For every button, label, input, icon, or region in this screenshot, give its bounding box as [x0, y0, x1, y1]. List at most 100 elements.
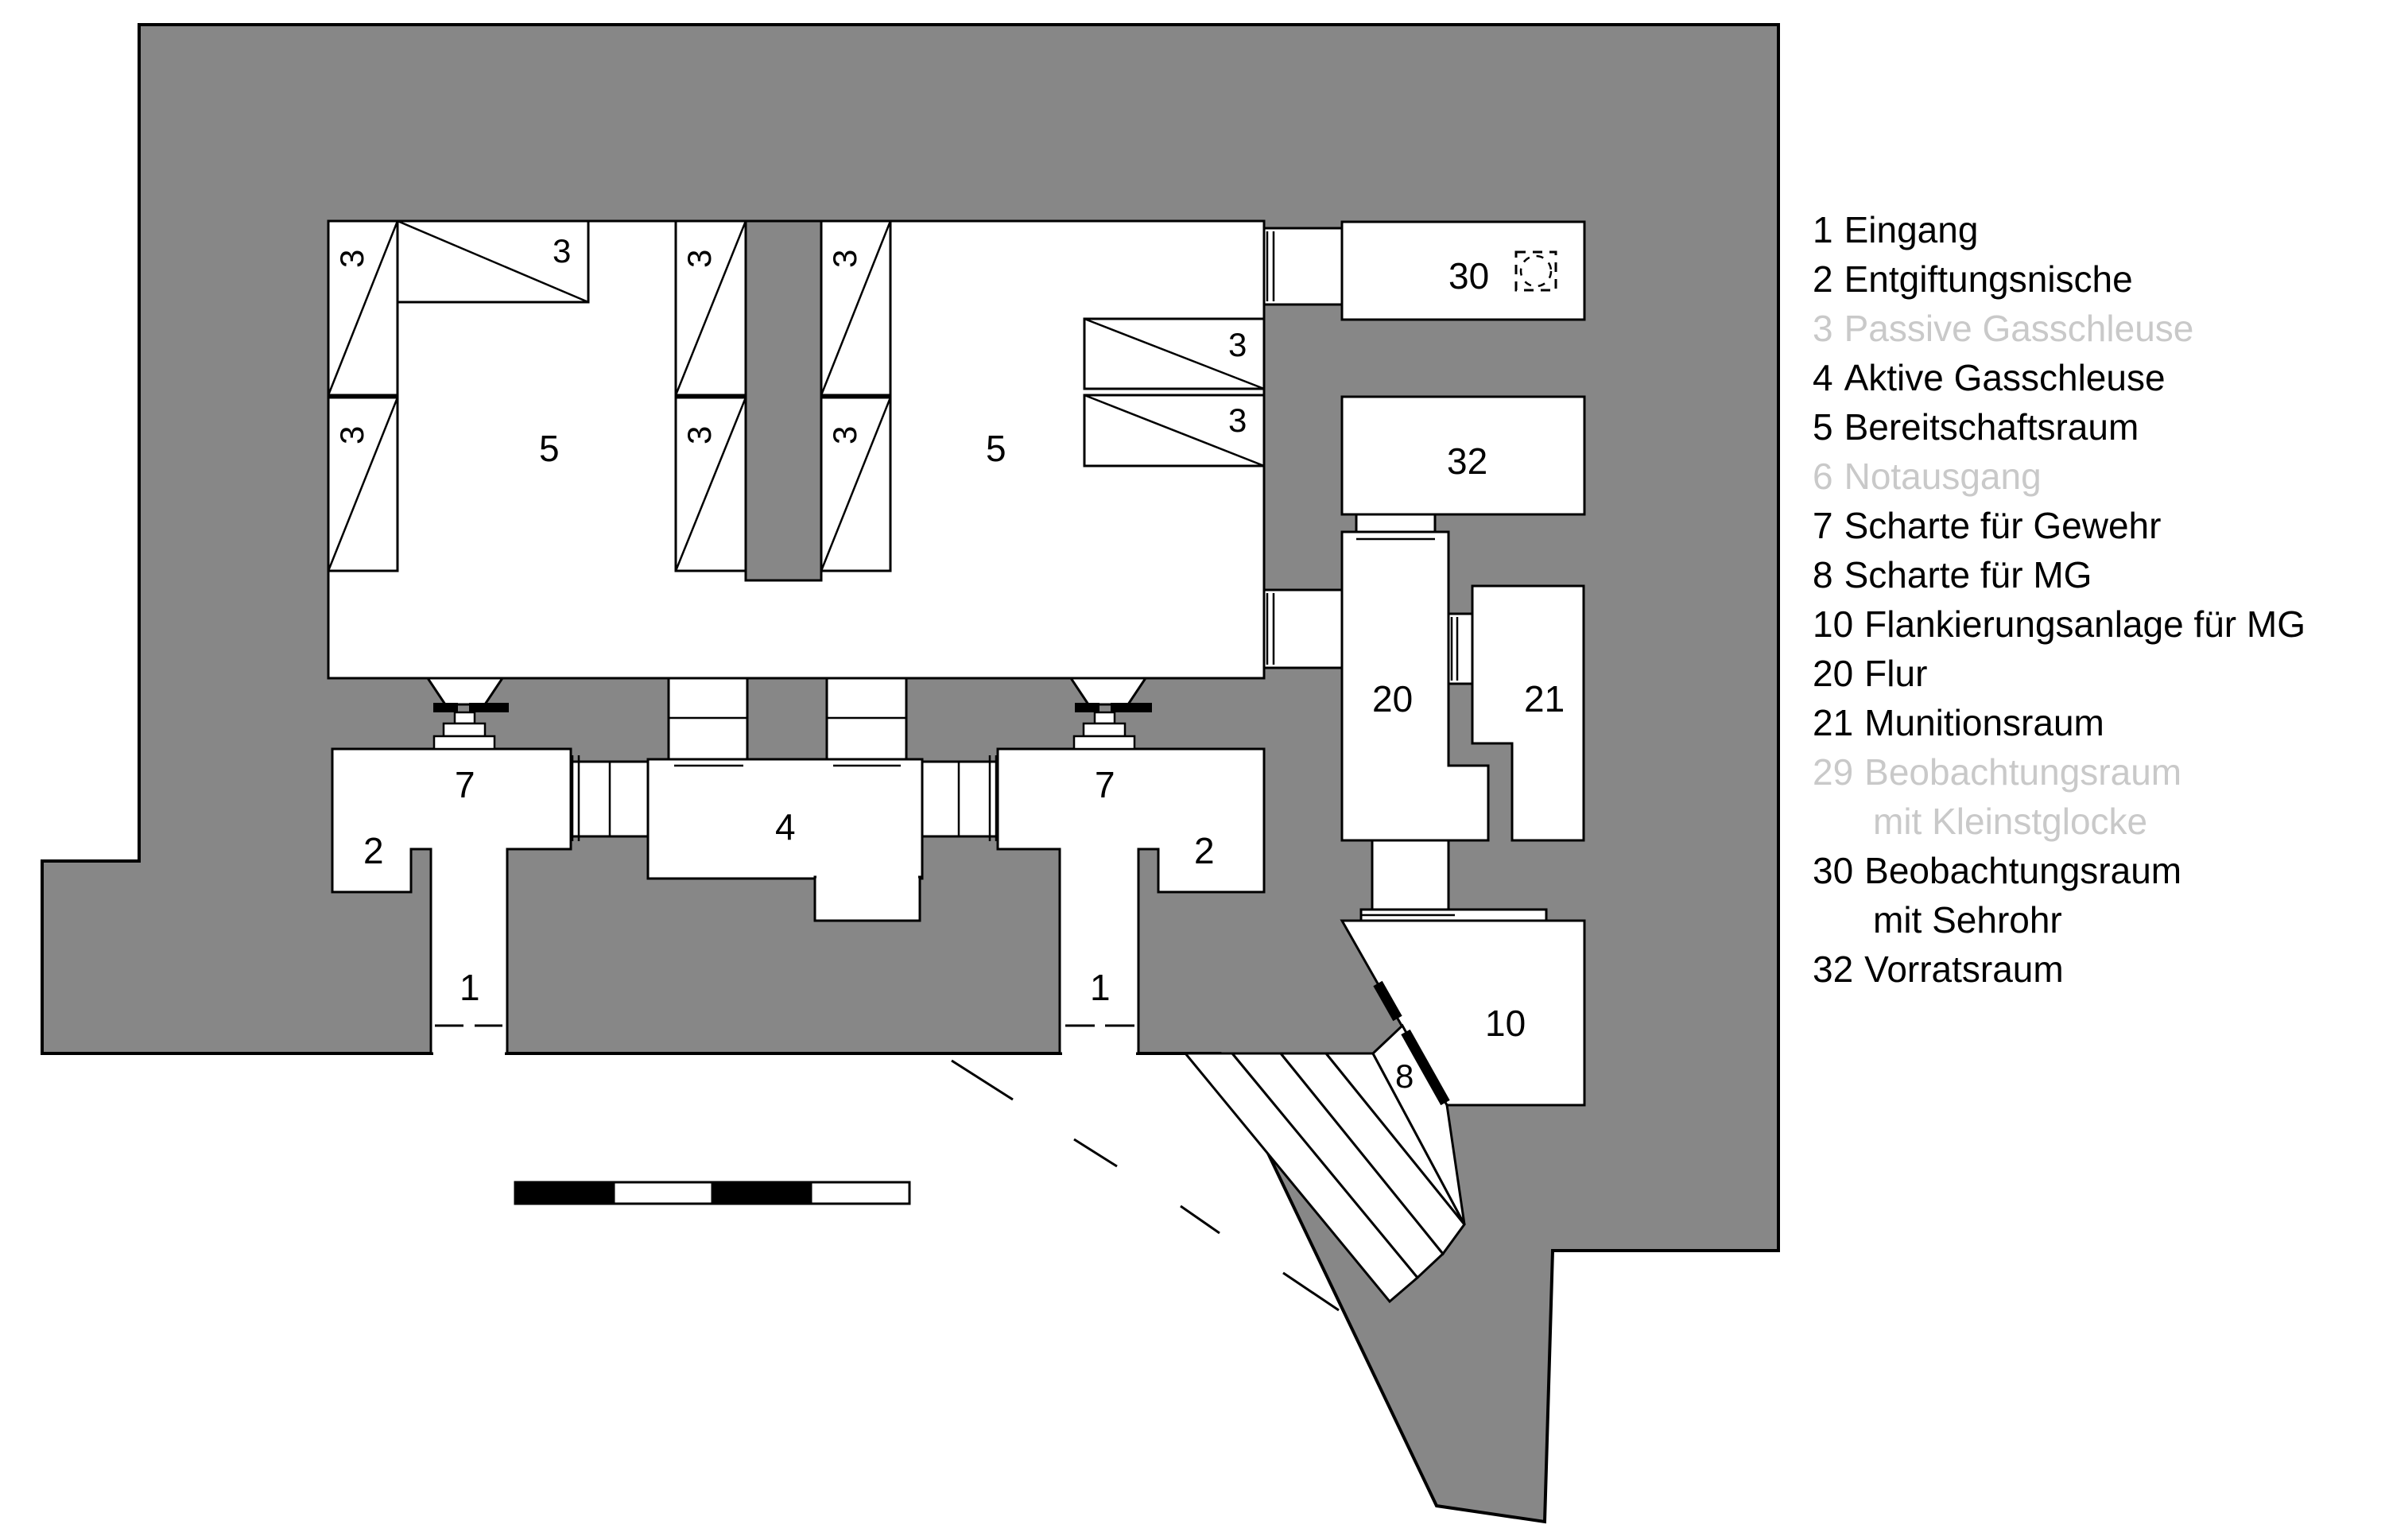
mg-embrasure-plate	[1373, 980, 1450, 1106]
label-1-left: 1	[460, 967, 480, 1008]
scale-bar	[514, 1181, 911, 1205]
label-7-right: 7	[1095, 764, 1115, 805]
room-beobachtungsraum-sehrohr	[1340, 220, 1586, 321]
neck-20-to-10	[1371, 839, 1450, 914]
legend-item-label: Bereitschaftsraum	[1844, 406, 2139, 448]
rifle-embrasure-left	[425, 677, 509, 751]
legend-item-number: 4	[1813, 357, 1833, 398]
door-5-to-20	[1266, 593, 1275, 665]
label-3-c5: 3	[681, 426, 718, 444]
legend-item: 8 Scharte für MG	[1813, 550, 2306, 599]
entrance-left-mouth	[433, 1043, 505, 1075]
room-flur	[1340, 530, 1490, 842]
legend-item-label: mit Kleinstglocke	[1873, 801, 2148, 842]
legend-item: 7 Scharte für Gewehr	[1813, 501, 2306, 550]
legend-item-number: 10	[1813, 603, 1854, 645]
legend-item-label: Flankierungsanlage für MG	[1864, 603, 2306, 645]
legend-item-label: Munitionsraum	[1864, 702, 2104, 743]
periscope-circle	[1519, 254, 1553, 288]
mg-embrasure-pocket	[1371, 1023, 1466, 1225]
legend-item-number: 3	[1813, 308, 1833, 349]
legend-item-number: 5	[1813, 406, 1833, 448]
label-1-right: 1	[1090, 967, 1111, 1008]
label-3-h1: 3	[1228, 326, 1247, 363]
approach-path-dashes	[951, 1059, 1340, 1312]
legend-item-label: Aktive Gasschleuse	[1844, 357, 2166, 398]
legend-item: 2 Entgiftungsnische	[1813, 254, 2306, 304]
legend-item-label: Scharte für Gewehr	[1844, 505, 2162, 546]
legend-item: mit Sehrohr	[1813, 895, 2306, 945]
label-7-left: 7	[455, 764, 475, 805]
room-aktive-gasschleuse	[646, 758, 924, 880]
legend-item-label: Beobachtungsraum	[1864, 751, 2182, 793]
legend-item-number: 1	[1813, 209, 1833, 250]
legend-item-number: 29	[1813, 751, 1854, 793]
label-2-right: 2	[1194, 830, 1215, 871]
passage-7R-4	[921, 760, 999, 838]
label-3-c2: 3	[333, 426, 370, 444]
legend-item: 3 Passive Gasschleuse	[1813, 304, 2306, 353]
legend-item-label: Beobachtungsraum	[1864, 850, 2182, 891]
label-2-left: 2	[363, 830, 384, 871]
label-21: 21	[1524, 678, 1565, 720]
label-4: 4	[775, 806, 796, 848]
exterior-stairs	[1182, 1052, 1466, 1304]
label-20: 20	[1372, 678, 1413, 720]
legend-item: mit Kleinstglocke	[1813, 797, 2306, 846]
legend-item-number: 21	[1813, 702, 1854, 743]
legend-item: 6 Notausgang	[1813, 452, 2306, 501]
door-20-to-21	[1450, 617, 1459, 681]
label-5-left: 5	[539, 428, 560, 469]
legend-item-number: 6	[1813, 456, 1833, 497]
label-10: 10	[1485, 1003, 1526, 1044]
label-8: 8	[1395, 1057, 1414, 1095]
legend-item-label: Eingang	[1844, 209, 1979, 250]
centre-dividing-wall	[744, 219, 823, 582]
legend-item-label: Vorratsraum	[1864, 948, 2064, 990]
room-vorratsraum	[1340, 395, 1586, 516]
label-3-c4: 3	[681, 250, 718, 268]
door-7-left	[571, 755, 580, 841]
label-3-h2: 3	[1228, 401, 1247, 439]
gas-lock-door-swings	[327, 219, 1265, 572]
entrance-right-mouth	[1062, 1043, 1136, 1075]
legend-item-label: Entgiftungsnische	[1844, 258, 2133, 300]
legend-item-number: 30	[1813, 850, 1854, 891]
passage-5-to-30	[1262, 227, 1344, 306]
legend: 1 Eingang 2 Entgiftungsnische 3 Passive Gas…	[1813, 205, 2306, 994]
legend-item-number: 2	[1813, 258, 1833, 300]
legend-item: 5 Bereitschaftsraum	[1813, 402, 2306, 452]
legend-item-number: 8	[1813, 554, 1833, 595]
legend-item-number: 20	[1813, 653, 1854, 694]
legend-item-label: Passive Gasschleuse	[1844, 308, 2194, 349]
label-30: 30	[1448, 255, 1489, 297]
label-3-c3: 3	[553, 232, 571, 270]
periscope-symbol	[1514, 250, 1557, 292]
room-munitionsraum	[1471, 584, 1585, 842]
legend-item-label: mit Sehrohr	[1873, 899, 2062, 941]
legend-item-label: Scharte für MG	[1844, 554, 2092, 595]
label-3-c7: 3	[826, 426, 863, 444]
door-5-to-30	[1266, 231, 1275, 301]
room-4-extension	[813, 875, 921, 922]
legend-item-number: 7	[1813, 505, 1833, 546]
label-3-c6: 3	[826, 250, 863, 268]
rifle-embrasure-right	[1068, 677, 1152, 751]
legend-item: 1 Eingang	[1813, 205, 2306, 254]
legend-item: 4 Aktive Gasschleuse	[1813, 353, 2306, 402]
legend-item-label: Notausgang	[1844, 456, 2042, 497]
door-7-right	[988, 755, 998, 841]
legend-item-number: 32	[1813, 948, 1854, 990]
passage-5-to-20	[1262, 588, 1344, 669]
legend-item-label: Flur	[1864, 653, 1928, 694]
label-32: 32	[1447, 440, 1487, 482]
label-5-right: 5	[986, 428, 1006, 469]
